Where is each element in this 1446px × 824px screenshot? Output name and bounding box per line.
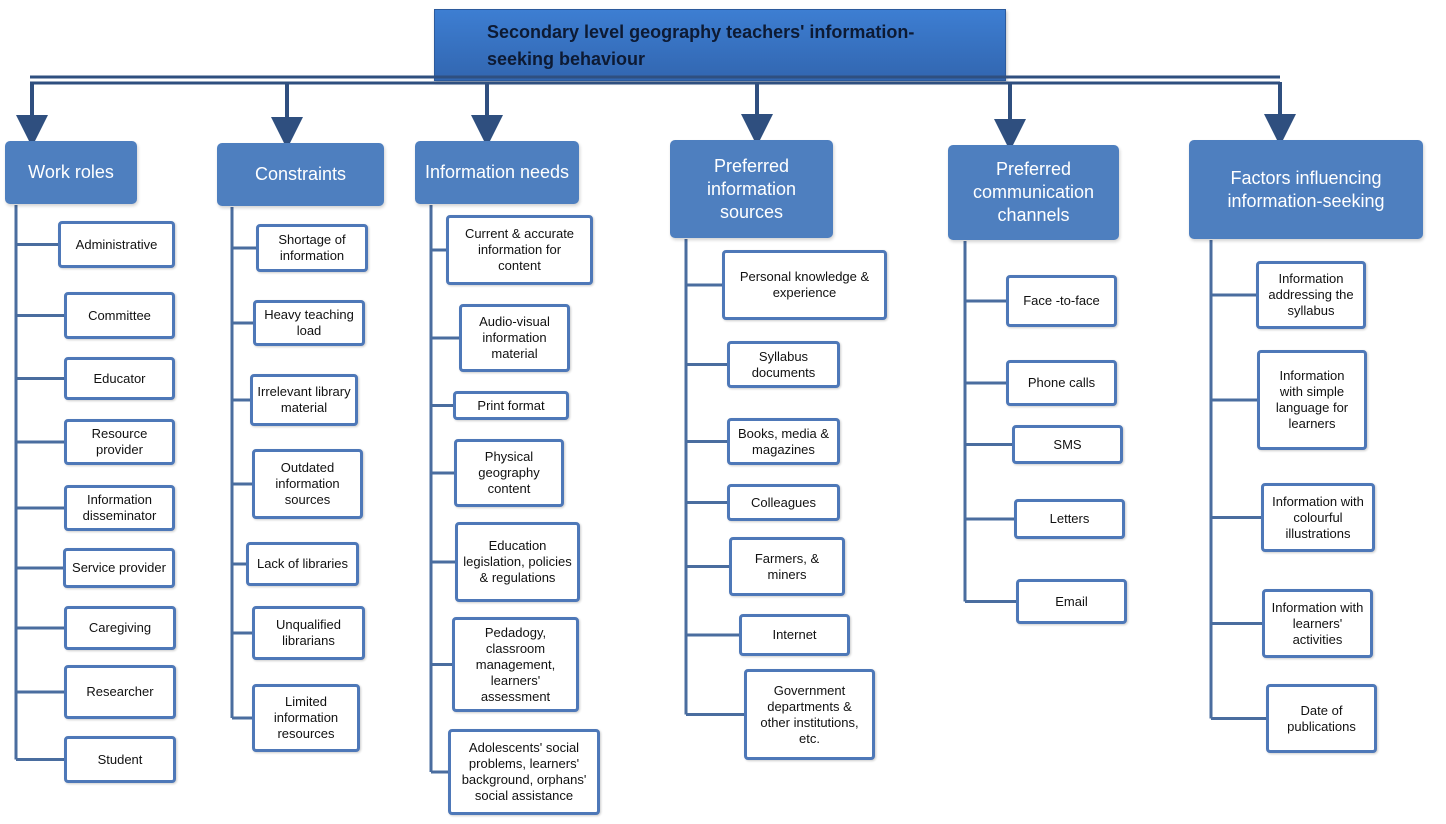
node-label: Government departments & other instituti… [760, 682, 859, 746]
node-label: Heavy teaching load [264, 307, 354, 338]
column-heading-text: Factors influencing information-seeking [1227, 167, 1385, 211]
node-3-6: Pedadogy, classroom management, learners… [452, 617, 579, 712]
node-label: Education legislation, policies & regula… [463, 538, 572, 585]
column-heading-text: Information needs [424, 162, 570, 182]
node-3-3: Print format [453, 391, 569, 420]
node-label: Shortage of information [278, 232, 346, 263]
column-heading-2: Constraints [217, 143, 384, 206]
node-5-4: Letters [1014, 499, 1125, 539]
node-label: Lack of libraries [256, 556, 349, 571]
node-label: Physical geography content [478, 449, 540, 496]
node-label: Letters [1049, 511, 1090, 526]
node-6-4: Information with learners' activities [1262, 589, 1373, 658]
node-2-5: Lack of libraries [246, 542, 359, 586]
node-6-1: Information addressing the syllabus [1256, 261, 1366, 329]
node-6-3: Information with colourful illustrations [1261, 483, 1375, 552]
column-heading-6: Factors influencing information-seeking [1189, 140, 1423, 239]
node-label: Information with simple language for lea… [1275, 368, 1349, 431]
node-4-4: Colleagues [727, 484, 840, 521]
node-1-5: Information disseminator [64, 485, 175, 531]
node-3-2: Audio-visual information material [459, 304, 570, 372]
node-3-5: Education legislation, policies & regula… [455, 522, 580, 602]
node-label: Print format [477, 397, 545, 413]
node-4-5: Farmers, & miners [729, 537, 845, 596]
node-3-1: Current & accurate information for conte… [446, 215, 593, 285]
node-label: Books, media & magazines [737, 425, 830, 457]
node-label: Date of publications [1287, 702, 1356, 734]
node-1-7: Caregiving [64, 606, 176, 650]
node-1-8: Researcher [64, 665, 176, 719]
node-1-9: Student [64, 736, 176, 783]
column-heading-text: Preferred communication channels [972, 159, 1095, 225]
node-label: Syllabus documents [751, 348, 816, 380]
node-3-4: Physical geography content [454, 439, 564, 507]
column-heading-5: Preferred communication channels [948, 145, 1119, 240]
node-label: Face -to-face [1023, 293, 1100, 308]
node-5-2: Phone calls [1006, 360, 1117, 406]
node-label: Student [97, 751, 143, 767]
node-6-5: Date of publications [1266, 684, 1377, 753]
node-label: Pedadogy, classroom management, learners… [475, 624, 556, 704]
node-label: Committee [88, 307, 151, 323]
node-label: Phone calls [1027, 375, 1096, 390]
node-5-1: Face -to-face [1006, 275, 1117, 327]
node-label: Personal knowledge & experience [739, 269, 870, 300]
node-2-1: Shortage of information [256, 224, 368, 272]
node-label: Colleagues [750, 494, 817, 510]
node-label: Unqualified librarians [275, 617, 342, 648]
column-heading-1: Work roles [5, 141, 137, 204]
node-label: Information addressing the syllabus [1268, 271, 1354, 318]
node-4-3: Books, media & magazines [727, 418, 840, 465]
node-label: Current & accurate information for conte… [464, 226, 575, 273]
column-heading-text: Preferred information sources [706, 155, 797, 222]
node-5-3: SMS [1012, 425, 1123, 464]
node-4-7: Government departments & other instituti… [744, 669, 875, 760]
node-6-2: Information with simple language for lea… [1257, 350, 1367, 450]
node-label: Administrative [75, 236, 158, 252]
node-4-1: Personal knowledge & experience [722, 250, 887, 320]
column-heading-text: Constraints [254, 164, 347, 184]
node-label: Information with colourful illustrations [1272, 493, 1364, 541]
node-2-3: Irrelevant library material [250, 374, 358, 426]
node-1-1: Administrative [58, 221, 175, 268]
node-2-7: Limited information resources [252, 684, 360, 752]
node-label: Limited information resources [273, 694, 339, 741]
diagram-title: Secondary level geography teachers' info… [434, 9, 1006, 81]
column-heading-4: Preferred information sources [670, 140, 833, 238]
node-label: Information with learners' activities [1271, 599, 1364, 647]
column-heading-3: Information needs [415, 141, 579, 204]
node-4-2: Syllabus documents [727, 341, 840, 388]
node-label: Farmers, & miners [754, 550, 820, 582]
node-1-3: Educator [64, 357, 175, 400]
node-2-4: Outdated information sources [252, 449, 363, 519]
node-label: Information disseminator [82, 492, 157, 523]
node-label: Educator [93, 370, 146, 386]
node-2-6: Unqualified librarians [252, 606, 365, 660]
node-label: Service provider [72, 560, 166, 575]
diagram-title-text: Secondary level geography teachers' info… [487, 22, 915, 69]
node-2-2: Heavy teaching load [253, 300, 365, 346]
node-label: Researcher [86, 684, 154, 699]
node-label: SMS [1053, 436, 1082, 452]
column-heading-text: Work roles [28, 162, 114, 182]
node-1-2: Committee [64, 292, 175, 339]
node-4-6: Internet [739, 614, 850, 656]
node-5-5: Email [1016, 579, 1127, 624]
node-3-7: Adolescents' social problems, learners' … [448, 729, 600, 815]
node-1-4: Resource provider [64, 419, 175, 465]
node-label: Outdated information sources [275, 460, 340, 507]
node-label: Resource provider [91, 426, 148, 457]
node-label: Adolescents' social problems, learners' … [461, 740, 587, 803]
node-label: Internet [772, 627, 817, 642]
node-label: Irrelevant library material [257, 384, 351, 415]
node-label: Audio-visual information material [479, 314, 550, 361]
node-label: Caregiving [88, 620, 152, 635]
node-1-6: Service provider [63, 548, 175, 588]
node-label: Email [1055, 593, 1088, 609]
